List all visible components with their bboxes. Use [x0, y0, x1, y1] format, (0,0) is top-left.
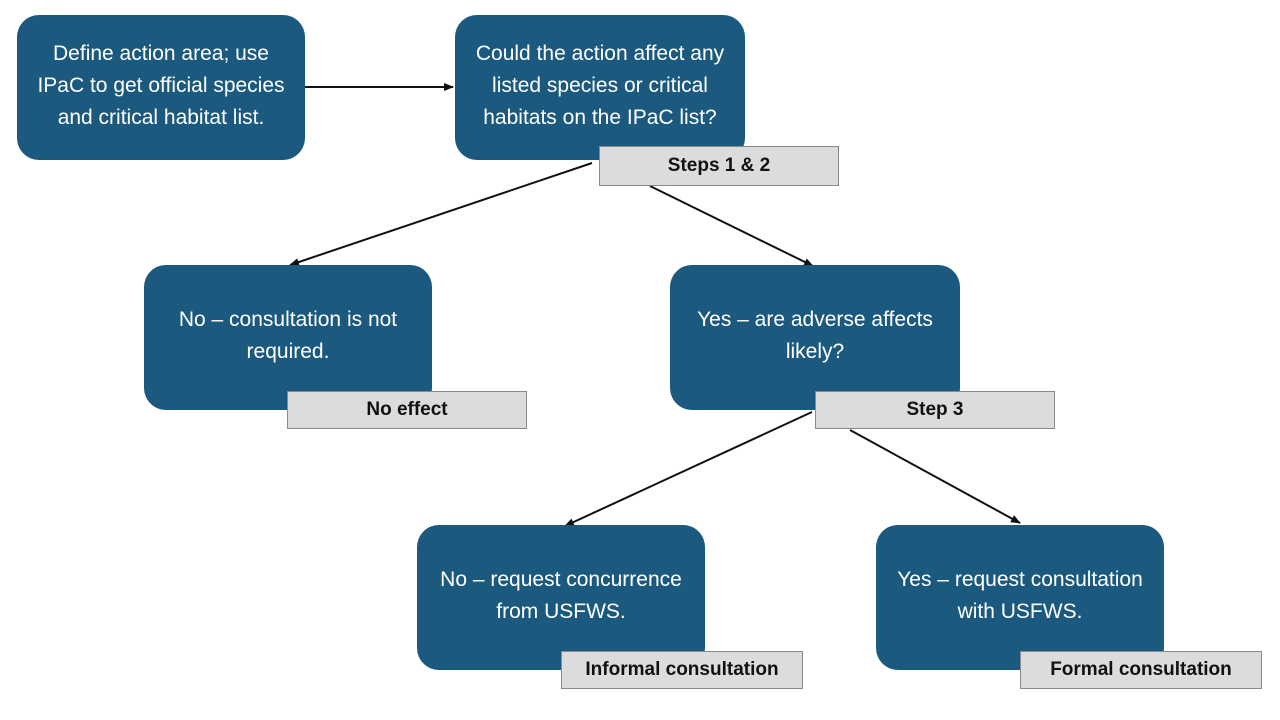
tag-no-effect: No effect: [287, 391, 527, 429]
tag-steps-1-2: Steps 1 & 2: [599, 146, 839, 186]
node-no-consultation-required-text: No – consultation is not required.: [178, 307, 398, 363]
node-no-consultation-required: No – consultation is not required.: [144, 265, 432, 410]
arrow-question-to-no: [289, 162, 593, 266]
node-could-action-affect-text: Could the action affect any listed speci…: [475, 41, 725, 129]
node-request-concurrence: No – request concurrence from USFWS.: [417, 525, 705, 670]
node-request-concurrence-text: No – request concurrence from USFWS.: [440, 567, 682, 623]
node-adverse-affects-likely: Yes – are adverse affects likely?: [670, 265, 960, 410]
node-define-action-area: Define action area; use IPaC to get offi…: [17, 15, 305, 160]
arrow-adverse-to-formal: [849, 429, 1021, 524]
node-request-consultation-text: Yes – request consultation with USFWS.: [897, 567, 1143, 623]
node-adverse-affects-likely-text: Yes – are adverse affects likely?: [697, 307, 933, 363]
arrow-question-to-yes: [649, 185, 814, 267]
node-could-action-affect: Could the action affect any listed speci…: [455, 15, 745, 160]
node-define-action-area-text: Define action area; use IPaC to get offi…: [37, 41, 285, 129]
tag-step-3: Step 3: [815, 391, 1055, 429]
arrow-adverse-to-concurrence: [564, 411, 813, 527]
tag-informal-consultation: Informal consultation: [561, 651, 803, 689]
tag-formal-consultation: Formal consultation: [1020, 651, 1262, 689]
node-request-consultation: Yes – request consultation with USFWS.: [876, 525, 1164, 670]
